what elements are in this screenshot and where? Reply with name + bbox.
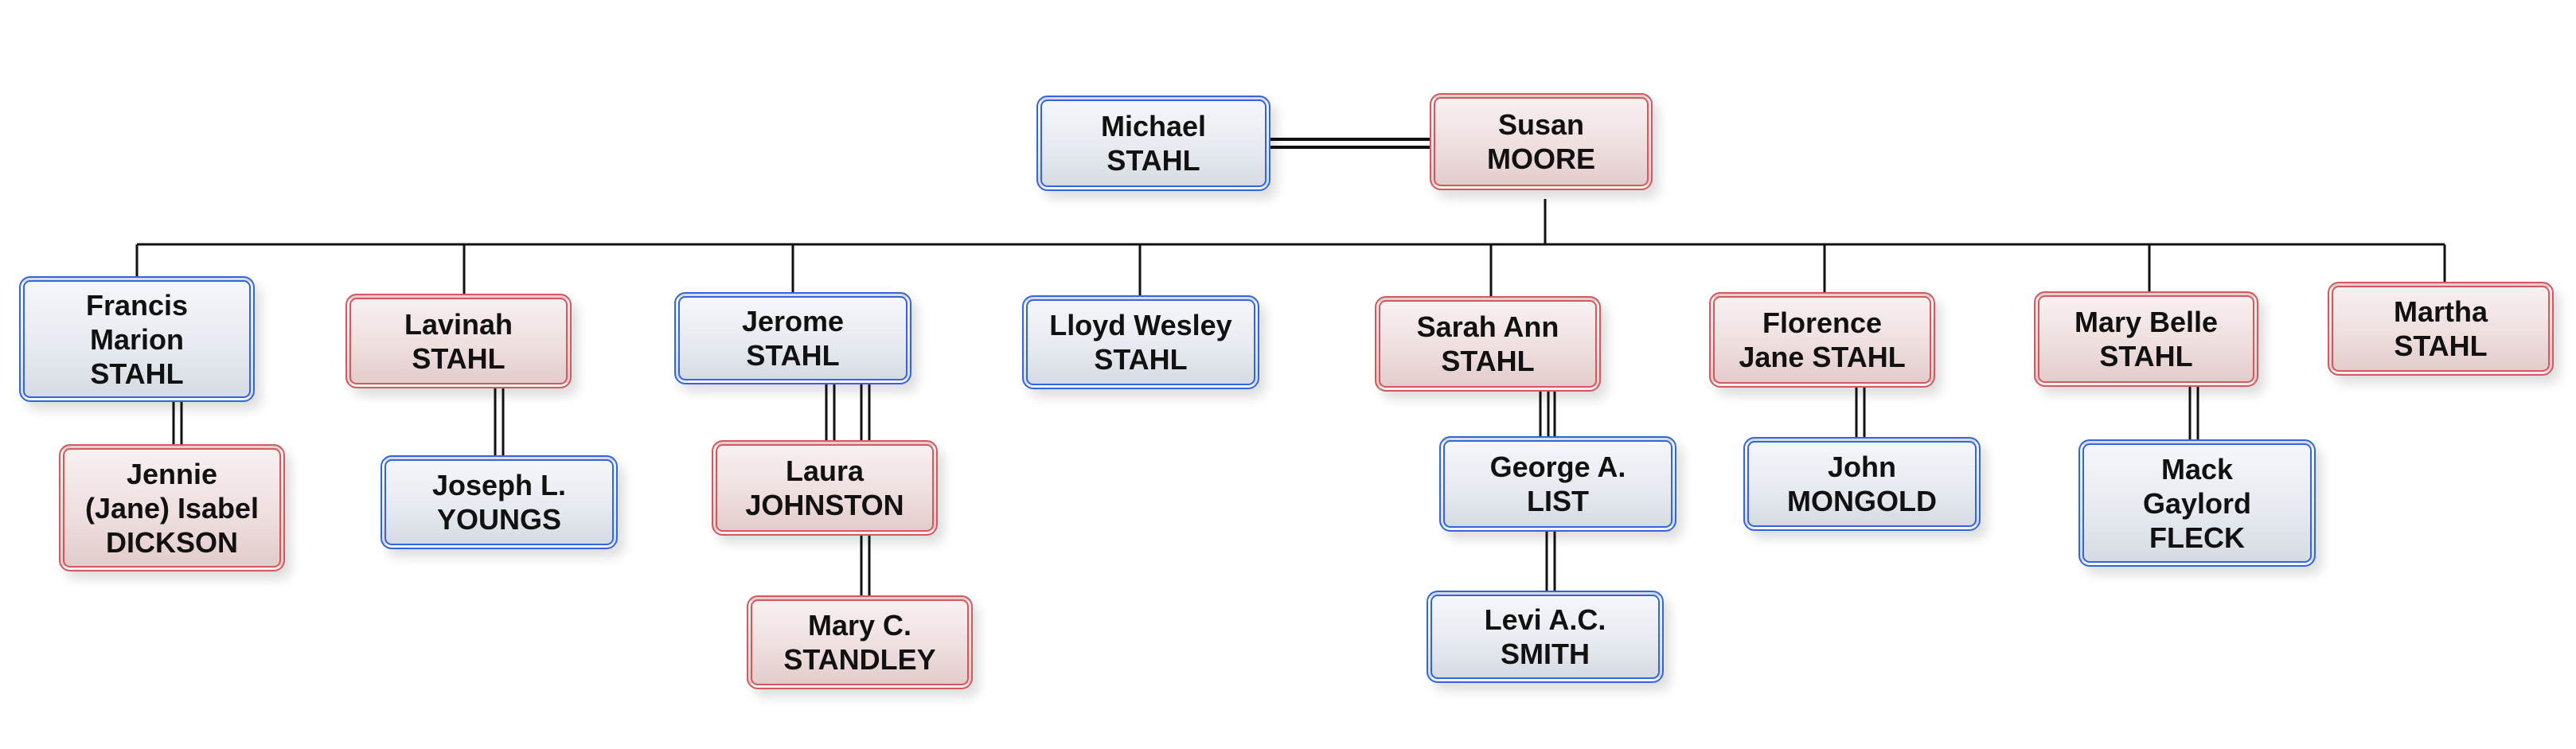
marriage-line-sarah-george bbox=[1539, 392, 1550, 436]
person-levi-smith[interactable]: Levi A.C.SMITH bbox=[1427, 591, 1664, 683]
marriage-line-sarah-levi bbox=[1545, 392, 1556, 591]
marriage-line-lavinah-joseph bbox=[494, 388, 505, 455]
marriage-line-jerome-mary-c bbox=[860, 384, 871, 595]
marriage-line-francis-jennie bbox=[172, 402, 183, 444]
marriage-line-florence-john bbox=[1855, 388, 1866, 437]
person-george-list[interactable]: George A.LIST bbox=[1439, 436, 1676, 532]
marriage-line-jerome-laura bbox=[825, 384, 836, 440]
person-mary-c-standley[interactable]: Mary C.STANDLEY bbox=[747, 595, 973, 689]
marriage-line-mary-belle-mack bbox=[2188, 387, 2199, 439]
person-joseph-youngs[interactable]: Joseph L.YOUNGS bbox=[381, 455, 618, 549]
